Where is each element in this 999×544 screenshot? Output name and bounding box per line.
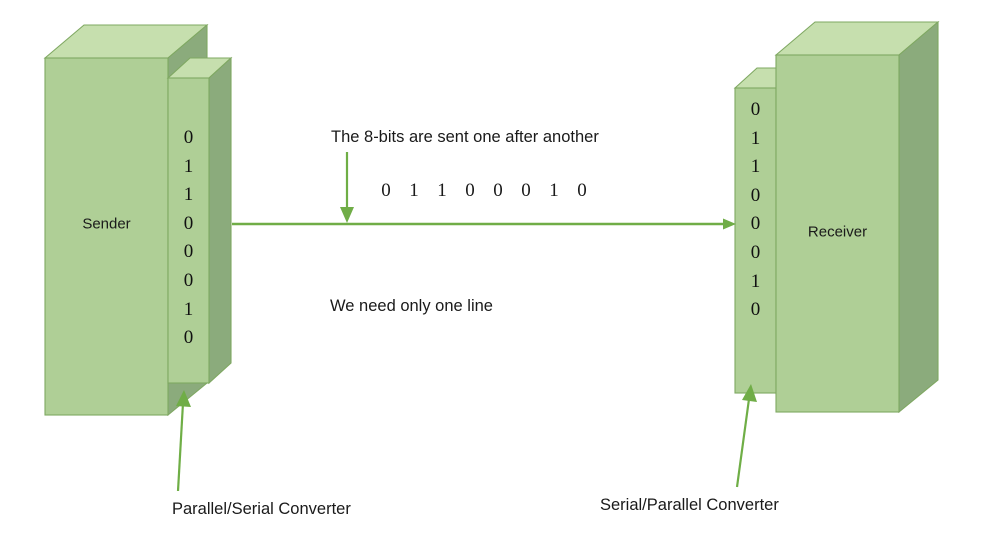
bits-pointer-arrow <box>340 152 354 223</box>
receiver-bit: 0 <box>750 213 761 235</box>
wire-bit: 1 <box>409 180 419 201</box>
sender-front-face <box>44 57 169 416</box>
sender-register-bits: 0 1 1 0 0 0 1 0 <box>168 124 209 353</box>
wire-bit: 0 <box>521 180 531 201</box>
sender-bit: 0 <box>183 241 194 263</box>
channel-note-top: The 8-bits are sent one after another <box>331 128 599 146</box>
sender-bit: 0 <box>183 327 194 349</box>
parallel-serial-arrowhead <box>176 390 191 407</box>
serial-parallel-arrowhead <box>742 384 757 402</box>
sender-register-block <box>166 56 233 385</box>
sender-bit: 0 <box>183 127 194 148</box>
serial-parallel-converter-label: Serial/Parallel Converter <box>600 496 779 514</box>
sender-bit: 1 <box>183 155 194 177</box>
receiver-bit: 0 <box>750 299 761 321</box>
receiver-front-face <box>775 54 900 413</box>
wire-bit: 0 <box>493 180 503 201</box>
channel-note-bottom: We need only one line <box>330 297 493 315</box>
receiver-register-bits: 0 1 1 0 0 0 1 0 <box>735 96 776 325</box>
serial-line-arrow <box>232 218 736 230</box>
parallel-serial-arrow-shaft <box>176 402 185 492</box>
receiver-bit: 1 <box>750 127 761 149</box>
wire-bit: 0 <box>381 180 391 201</box>
parallel-serial-arrow <box>176 390 191 492</box>
receiver-bit: 1 <box>750 270 761 292</box>
wire-bit: 0 <box>577 180 587 201</box>
sender-bit: 1 <box>183 184 194 206</box>
wire-bit: 1 <box>549 180 559 201</box>
receiver-bit: 0 <box>750 241 761 263</box>
sender-register-side-face <box>208 56 232 385</box>
wire-bit: 1 <box>437 180 447 201</box>
receiver-bit: 0 <box>750 99 761 120</box>
receiver-register-front-face <box>734 87 777 394</box>
receiver-bit: 0 <box>750 184 761 206</box>
sender-register-front-face <box>167 77 210 384</box>
sender-label: Sender <box>82 215 131 233</box>
sender-bit: 1 <box>183 298 194 320</box>
serial-line-arrowhead <box>723 218 736 230</box>
sender-bit: 0 <box>183 212 194 234</box>
wire-bit: 0 <box>465 180 475 201</box>
sender-bit: 0 <box>183 269 194 291</box>
receiver-side-face <box>898 20 939 414</box>
serial-parallel-arrow <box>735 384 757 488</box>
parallel-serial-converter-label: Parallel/Serial Converter <box>172 500 351 518</box>
receiver-label: Receiver <box>807 223 868 241</box>
receiver-block <box>774 20 940 414</box>
serial-parallel-arrow-shaft <box>735 398 751 488</box>
bits-pointer-arrowhead <box>340 207 354 223</box>
receiver-bit: 1 <box>750 156 761 178</box>
